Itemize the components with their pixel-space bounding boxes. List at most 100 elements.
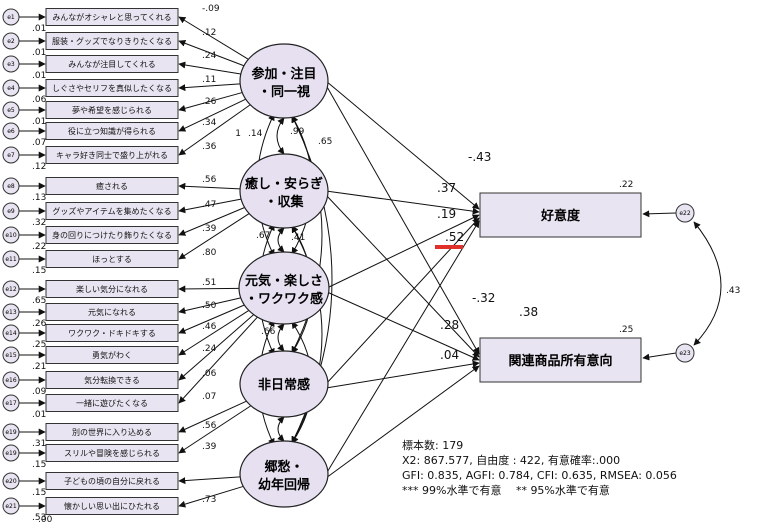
loading-value: .50 <box>202 301 217 311</box>
factor-label: 癒し・安らぎ <box>245 176 323 192</box>
error-covariance-value: .43 <box>726 286 740 296</box>
path-coefficient: .37 <box>437 181 456 195</box>
error-label: e9 <box>7 208 15 215</box>
outcome-error-label: e22 <box>679 210 691 217</box>
error-label: e21 <box>5 503 17 510</box>
indicator-box <box>45 55 179 73</box>
loading-arrow <box>178 83 241 92</box>
path-coefficient: .28 <box>440 318 459 332</box>
indicator-box <box>45 444 179 462</box>
loading-value: .24 <box>202 51 217 61</box>
outcome-box <box>479 337 642 383</box>
indicator-label: 気分転換できる <box>84 375 140 385</box>
outcome-label: 好意度 <box>540 208 581 224</box>
error-node <box>2 202 20 220</box>
indicator-label: 夢や希望を感じられる <box>72 105 152 115</box>
loading-arrow <box>178 182 241 190</box>
indicator-label: 別の世界に入り込める <box>72 427 152 437</box>
error-label: e10 <box>5 232 17 239</box>
r-squared-value: .01 <box>32 410 46 420</box>
indicator-label: 服装・グッズでなりきりたくなる <box>52 36 172 46</box>
indicator-box <box>45 32 179 50</box>
correlation-value: .66 <box>261 327 276 337</box>
path-arrow <box>326 291 480 361</box>
indicator-label: キャラ好き同士で盛り上がれる <box>56 150 168 160</box>
loading-value: .56 <box>202 175 217 185</box>
error-label: e16 <box>5 377 17 384</box>
error-label: e1 <box>7 14 15 21</box>
covariance-arc <box>291 225 323 444</box>
indicator-box <box>45 101 179 119</box>
r-squared-value: .06 <box>32 95 47 105</box>
loading-arrow <box>178 485 244 508</box>
loading-arrow <box>178 304 245 334</box>
loading-arrow <box>178 207 245 236</box>
loading-value: .12 <box>202 28 216 38</box>
outcome-error-arrow <box>642 210 677 218</box>
loading-arrow <box>178 92 243 112</box>
outcome-error-node <box>675 343 695 363</box>
indicator-label: 楽しい気分になれる <box>76 284 148 294</box>
error-label: e3 <box>7 61 15 68</box>
error-label: e17 <box>5 400 17 407</box>
loading-value: .06 <box>202 369 217 379</box>
factor-label: ・同一視 <box>258 84 310 100</box>
loading-value: -.09 <box>202 4 220 14</box>
r-squared-value: .01 <box>32 71 46 81</box>
loading-value: .51 <box>202 278 216 288</box>
covariance-arc <box>277 227 285 253</box>
latent-factor <box>238 251 330 325</box>
error-covariance-arc <box>693 221 722 346</box>
indicator-label: みんながオシャレと思ってくれる <box>52 12 171 22</box>
error-node <box>2 8 20 26</box>
path-arrow <box>326 214 480 289</box>
outcome-r-squared: .25 <box>619 325 633 335</box>
path-coefficient: -.43 <box>468 150 491 164</box>
r-squared-value: .65 <box>32 296 46 306</box>
error-node <box>2 32 20 50</box>
indicator-box <box>45 177 179 195</box>
loading-arrow <box>178 476 241 485</box>
loading-arrow <box>178 39 245 67</box>
edges-layer <box>19 13 722 510</box>
error-label: e11 <box>5 256 17 263</box>
highlight-mark <box>435 245 463 249</box>
error-node <box>2 101 20 119</box>
error-label: e13 <box>5 309 17 316</box>
indicator-label: スリルや冒険を感じられる <box>64 448 160 458</box>
factor-label: ・収集 <box>264 194 304 210</box>
loading-value: .07 <box>202 392 216 402</box>
loading-value: .46 <box>202 322 217 332</box>
r-squared-value: .32 <box>32 218 46 228</box>
error-node <box>2 346 20 364</box>
loading-arrow <box>178 316 258 404</box>
indicator-box <box>45 324 179 342</box>
loading-arrow <box>178 400 247 433</box>
error-label: e8 <box>7 183 15 190</box>
outcome-r-squared: .22 <box>619 180 633 190</box>
error-node <box>2 79 20 97</box>
error-node <box>2 226 20 244</box>
misc-number: 1 <box>235 129 241 139</box>
error-node <box>2 324 20 342</box>
error-label: e5 <box>7 107 15 114</box>
indicator-label: みんなが注目してくれる <box>68 59 156 69</box>
indicator-label: 身の回りにつけたり飾りたくなる <box>52 230 172 240</box>
r-squared-value: .53 <box>32 513 46 523</box>
loading-arrow <box>178 213 250 260</box>
indicator-box <box>45 202 179 220</box>
covariance-arc <box>277 323 285 352</box>
indicator-label: ワクワク・ドキドキする <box>68 329 156 338</box>
indicator-box <box>45 423 179 441</box>
outcome-label: 関連商品所有意向 <box>508 353 612 369</box>
path-coefficient: -.32 <box>472 291 495 305</box>
error-label: e12 <box>5 286 17 293</box>
misc-number: .00 <box>38 515 53 525</box>
indicator-box <box>45 394 179 412</box>
loading-arrow <box>178 405 252 454</box>
chi-square-text: X2: 867.577, 自由度 : 422, 有意確率:.000 <box>402 454 621 467</box>
path-arrow <box>325 194 480 358</box>
error-node <box>2 146 20 164</box>
r-squared-value: .01 <box>32 24 46 34</box>
indicator-box <box>45 146 179 164</box>
